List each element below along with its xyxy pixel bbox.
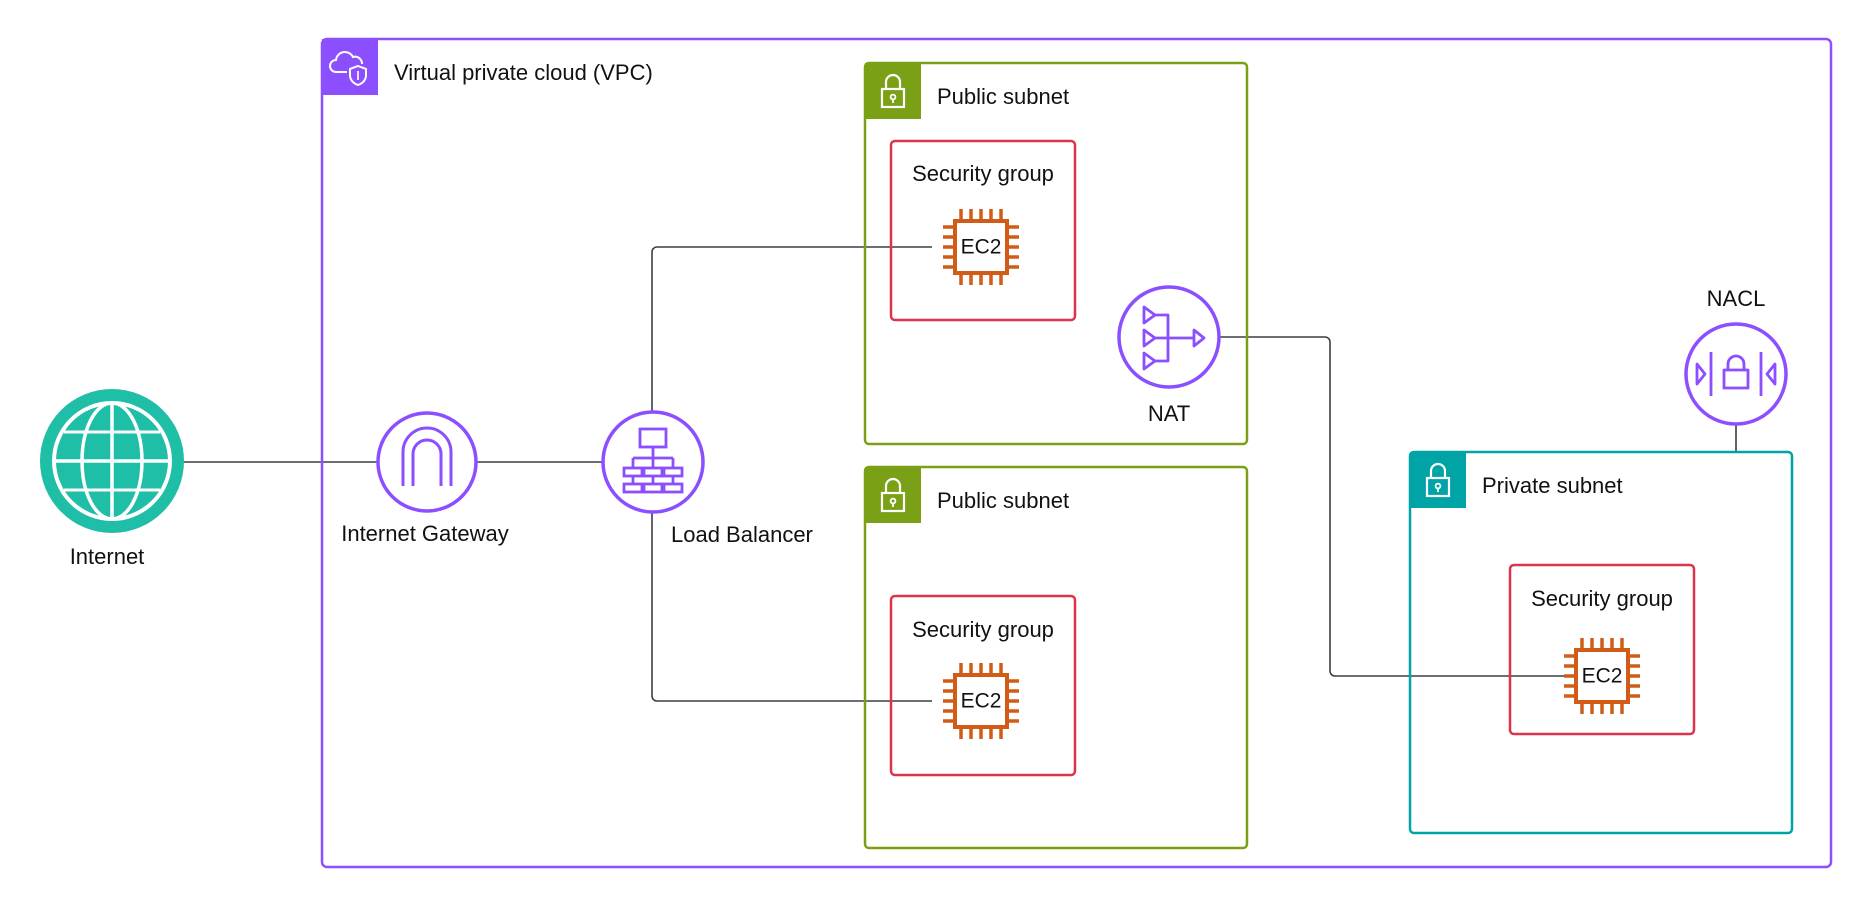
security-group-2: Security group EC2 (889, 594, 1077, 777)
vpc-badge (322, 39, 378, 95)
nat-gateway: NAT (1117, 285, 1221, 426)
internet-label: Internet (70, 544, 145, 569)
globe-icon (40, 389, 184, 533)
vpc-group: Virtual private cloud (VPC) (320, 37, 1833, 869)
ec2-1-label: EC2 (961, 236, 1002, 259)
public-subnet-1: Public subnet Security group EC2 NAT (863, 61, 1249, 446)
nacl-lock-icon (1684, 322, 1788, 426)
nat-label: NAT (1148, 401, 1190, 426)
public-subnet-1-badge (865, 63, 921, 119)
ec2-3-label: EC2 (1582, 665, 1623, 688)
internet: Internet (40, 389, 184, 569)
gateway-arch-icon (376, 411, 478, 513)
private-subnet: Private subnet Security group EC2 (1408, 450, 1794, 835)
internet-gateway: Internet Gateway (341, 411, 509, 546)
connector-lb-ec2-bottom (651, 513, 932, 702)
ec2-instance-1: EC2 (941, 207, 1021, 287)
nacl-label: NACL (1707, 286, 1766, 311)
internet-gateway-label: Internet Gateway (341, 521, 509, 546)
public-subnet-2: Public subnet Security group EC2 (863, 465, 1249, 850)
private-subnet-badge (1410, 452, 1466, 508)
ec2-instance-3: EC2 (1562, 636, 1642, 716)
security-group-1: Security group EC2 (889, 139, 1077, 322)
public-subnet-2-badge (865, 467, 921, 523)
private-subnet-label: Private subnet (1482, 473, 1623, 498)
security-group-1-label: Security group (912, 161, 1054, 186)
load-balancer-label: Load Balancer (671, 522, 813, 547)
public-subnet-1-label: Public subnet (937, 84, 1069, 109)
security-group-2-label: Security group (912, 617, 1054, 642)
public-subnet-2-label: Public subnet (937, 488, 1069, 513)
ec2-2-label: EC2 (961, 690, 1002, 713)
ec2-instance-2: EC2 (941, 661, 1021, 741)
nacl: NACL (1684, 286, 1788, 426)
connector-lb-ec2-top (651, 246, 932, 411)
security-group-3: Security group EC2 (1508, 563, 1696, 736)
connector-nat-ec2-private (1218, 336, 1565, 677)
security-group-3-label: Security group (1531, 586, 1673, 611)
cloud-shield-icon (329, 51, 367, 87)
connectors (184, 246, 1737, 702)
load-balancer: Load Balancer (601, 410, 813, 547)
vpc-label: Virtual private cloud (VPC) (394, 60, 653, 85)
